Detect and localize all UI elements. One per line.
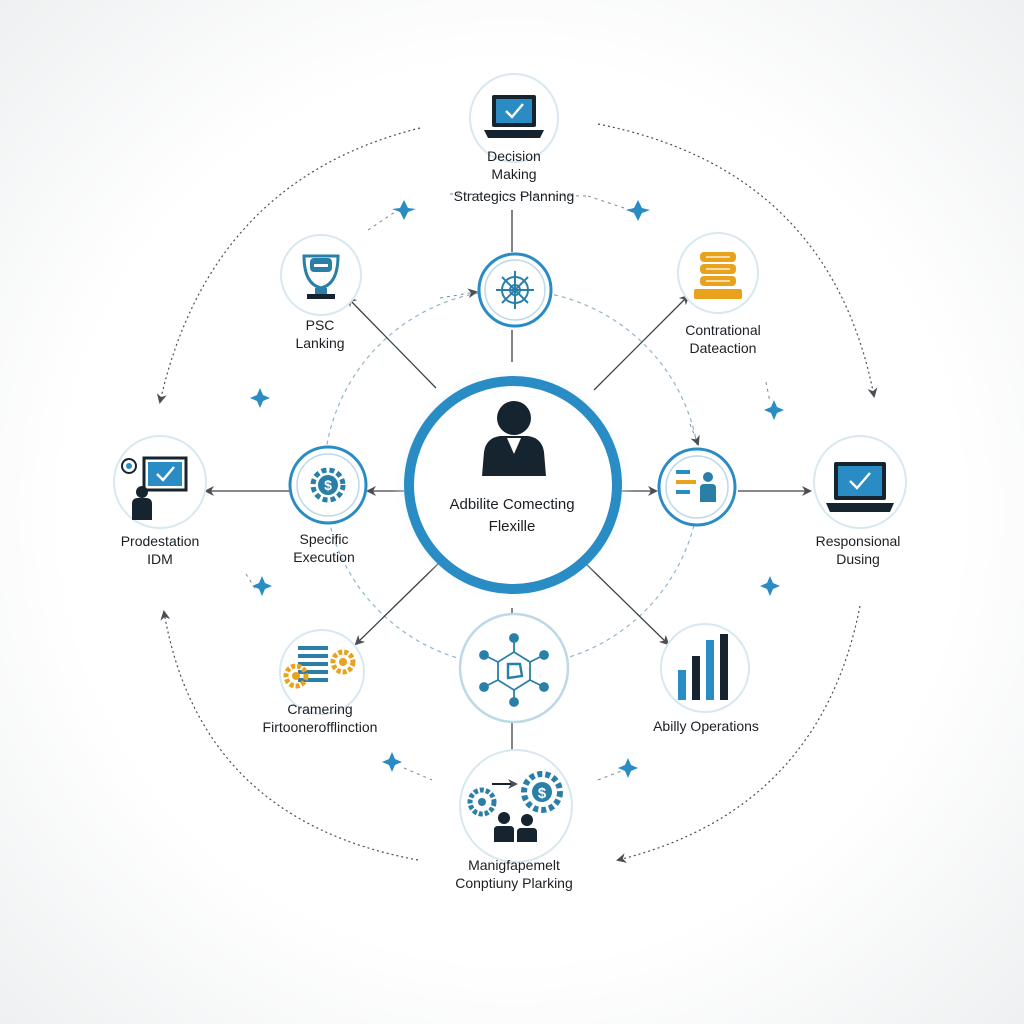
top-node-label: Decision Making Strategics Planning: [454, 147, 575, 205]
dash-connector-9: [689, 423, 700, 446]
top-label-line2: Making: [491, 166, 537, 182]
upper-left-node-label: PSC Lanking: [295, 316, 344, 352]
svg-text:$: $: [538, 785, 547, 802]
right-label-line2: Dusing: [836, 551, 880, 567]
dash-connector-3: [449, 193, 589, 197]
top-node: [469, 73, 559, 163]
team-gears-icon: $: [467, 771, 563, 842]
dash-connector-5: [245, 573, 257, 591]
connector-center-to-upper-right: [593, 294, 690, 391]
left-node-label: Prodestation IDM: [121, 532, 200, 568]
center-label-line2: Flexille: [488, 518, 536, 535]
connector-center-to-lower-right: [583, 561, 670, 646]
bottom-label-line2: Conptiuny Plarking: [455, 875, 573, 891]
inner-left-node-label: Specific Execution: [293, 530, 354, 566]
inner-left-label-line1: Specific: [299, 531, 349, 547]
cycle-arrow-top-left: [156, 127, 421, 404]
sparkle-icon: [252, 576, 272, 596]
network-hub-icon: [479, 633, 549, 707]
outer-cycle-arrows: [156, 123, 878, 863]
dollar-gear-icon: $: [310, 467, 346, 503]
center-node-label: Adbilite Comecting Flexille: [449, 494, 574, 538]
lower-right-node-label: Abilly Operations: [653, 717, 759, 735]
sparkle-icon: [764, 400, 784, 420]
presenter-board-icon: [121, 456, 188, 520]
laptop-check-icon: [826, 462, 894, 512]
dash-connector-8: [439, 288, 478, 299]
lower-left-node: [279, 629, 365, 715]
person-icon: [482, 401, 546, 476]
center-label-line1: Adbilite Comecting: [449, 496, 575, 513]
inner-right-node: [657, 447, 737, 527]
cycle-arrow-bottom-right: [616, 605, 861, 863]
task-person-icon: [676, 470, 716, 502]
right-node: [813, 435, 907, 529]
upper-right-label-line1: Contrational: [685, 322, 761, 338]
upper-right-node-label: Contrational Dateaction: [685, 321, 761, 357]
svg-text:$: $: [324, 477, 332, 493]
lower-left-node-label: Cramering Firtoonerofflinction: [263, 700, 378, 736]
sparkle-icon: [382, 752, 402, 772]
right-label-line1: Responsional: [815, 533, 901, 549]
inner-top-node: [477, 252, 553, 328]
inner-bottom-node: [458, 612, 570, 724]
dash-connector-6: [403, 767, 433, 781]
dash-connector-7: [597, 769, 625, 781]
sparkle-icon: [626, 200, 650, 221]
right-node-label: Responsional Dusing: [816, 532, 901, 568]
upper-left-label-line1: PSC: [305, 317, 335, 333]
lower-left-label-line1: Cramering: [287, 701, 353, 717]
upper-right-label-line2: Dateaction: [689, 340, 757, 356]
lower-right-label-line1: Abilly Operations: [653, 718, 759, 734]
laptop-check-icon: [484, 95, 544, 138]
network-gear-icon: [496, 271, 534, 309]
top-label-line3: Strategics Planning: [453, 188, 575, 204]
trophy-badge-icon: [302, 254, 340, 299]
connector-center-to-upper-left: [346, 296, 437, 389]
database-stack-icon: [694, 252, 742, 299]
bottom-node: $: [459, 749, 573, 863]
gears-document-icon: [283, 646, 356, 689]
left-node: [113, 435, 207, 529]
sparkle-icon: [392, 200, 416, 220]
left-label-line2: IDM: [147, 551, 173, 567]
upper-left-label-line2: Lanking: [295, 335, 345, 351]
center-node: [391, 363, 635, 607]
sparkle-icon: [250, 388, 270, 408]
sparkle-icon: [760, 576, 780, 596]
bottom-node-label: Manigfapemelt Conptiuny Plarking: [455, 856, 573, 892]
lower-left-label-line2: Firtoonerofflinction: [262, 719, 378, 735]
dash-connector-1: [367, 209, 399, 231]
dash-connector-2: [587, 195, 631, 211]
connector-center-to-lower-left: [354, 559, 443, 646]
inner-left-node: $: [288, 445, 368, 525]
upper-left-node: [280, 234, 362, 316]
lower-right-node: [660, 623, 750, 713]
sparkle-icon: [618, 758, 638, 778]
left-label-line1: Prodestation: [120, 533, 200, 549]
inner-left-label-line2: Execution: [293, 549, 355, 565]
dash-connector-4: [765, 381, 771, 403]
bar-chart-icon: [678, 634, 728, 700]
upper-right-node: [677, 232, 759, 314]
cycle-arrow-top-right: [597, 123, 878, 398]
top-label-line1: Decision: [487, 148, 541, 164]
bottom-label-line1: Manigfapemelt: [468, 857, 560, 873]
